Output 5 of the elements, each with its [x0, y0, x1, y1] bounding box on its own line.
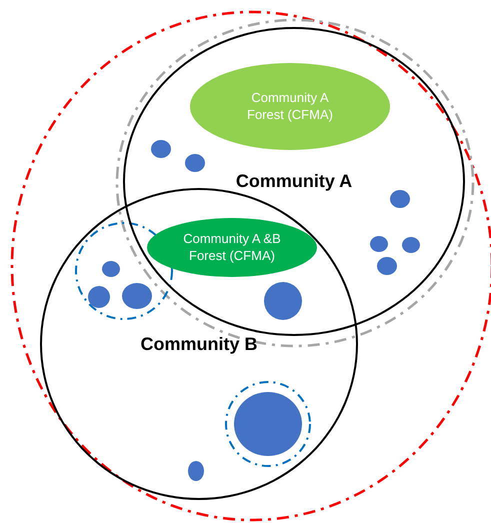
forest-ellipse	[147, 218, 317, 277]
node-label: Community B	[140, 332, 258, 356]
node-label: Community A Forest (CFMA)	[246, 90, 334, 123]
node-label: Community A &B Forest (CFMA)	[182, 231, 282, 264]
node-label: Community A	[236, 170, 352, 193]
